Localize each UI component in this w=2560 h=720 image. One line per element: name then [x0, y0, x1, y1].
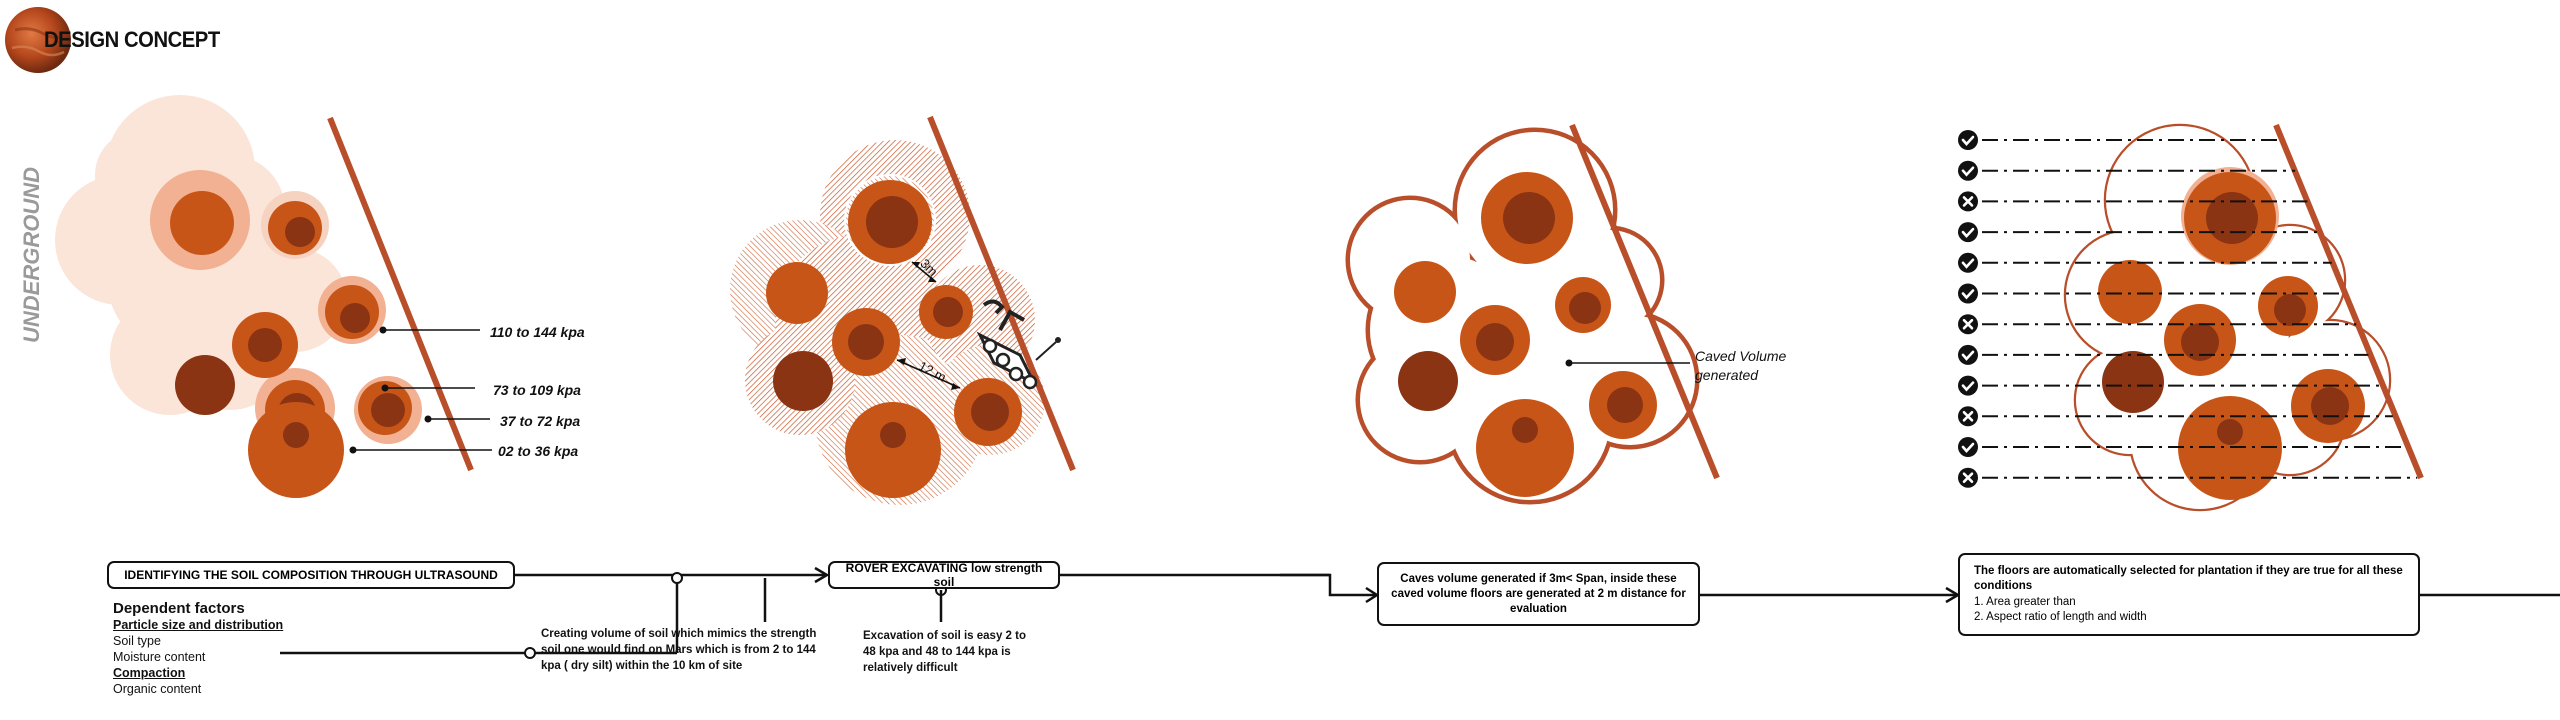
kpa-label-mid-low: 37 to 72 kpa — [500, 413, 581, 429]
floor-lines — [1958, 130, 2418, 488]
rover-excavation-map — [730, 115, 1076, 505]
step-rover-excavating-box: ROVER EXCAVATING low strength soil — [828, 561, 1060, 589]
process-flow-connectors — [280, 566, 2560, 655]
page-title: DESIGN CONCEPT — [44, 27, 220, 52]
underground-side-label: UNDERGROUND — [19, 167, 44, 343]
step-floor-selection-box: The floors are automatically selected fo… — [1958, 553, 2420, 636]
check-icon — [1958, 252, 1978, 273]
kpa-label-low: 02 to 36 kpa — [498, 443, 579, 459]
factor-group-particle: Particle size and distribution — [113, 618, 284, 632]
check-icon — [1958, 283, 1978, 304]
caved-volume-label: Caved Volume generated — [1695, 348, 1787, 383]
factor-item: Organic content — [113, 682, 202, 696]
check-icon — [1958, 130, 1978, 150]
check-icon — [1958, 344, 1978, 365]
kpa-label-high: 110 to 144 kpa — [490, 324, 585, 340]
factor-item: Soil type — [113, 634, 161, 648]
cross-icon — [1958, 467, 1978, 488]
cross-icon — [1958, 191, 1978, 212]
factor-group-compaction: Compaction — [113, 666, 186, 680]
check-icon — [1958, 437, 1978, 457]
check-icon — [1958, 222, 1978, 243]
step-identify-soil-box: IDENTIFYING THE SOIL COMPOSITION THROUGH… — [107, 561, 515, 589]
step-caves-volume-box: Caves volume generated if 3m< Span, insi… — [1377, 562, 1700, 626]
note-excavation: Excavation of soil is easy 2 to 48 kpa a… — [863, 630, 1026, 674]
kpa-label-mid-high: 73 to 109 kpa — [493, 382, 581, 398]
check-icon — [1958, 160, 1978, 181]
cross-icon — [1958, 314, 1978, 335]
soil-strength-map — [55, 95, 492, 498]
floor-selection-map — [1958, 123, 2424, 512]
dependent-factors-heading: Dependent factors — [113, 600, 245, 617]
dependent-factors-list: Dependent factors Particle size and dist… — [113, 601, 283, 697]
cross-icon — [1958, 406, 1978, 427]
mars-logo-icon — [5, 7, 71, 73]
check-icon — [1958, 375, 1978, 396]
caved-volume-map — [1345, 123, 1720, 505]
note-soil-volume: Creating volume of soil which mimics the… — [541, 628, 817, 672]
factor-item: Moisture content — [113, 650, 206, 664]
rover-icon — [976, 299, 1061, 390]
